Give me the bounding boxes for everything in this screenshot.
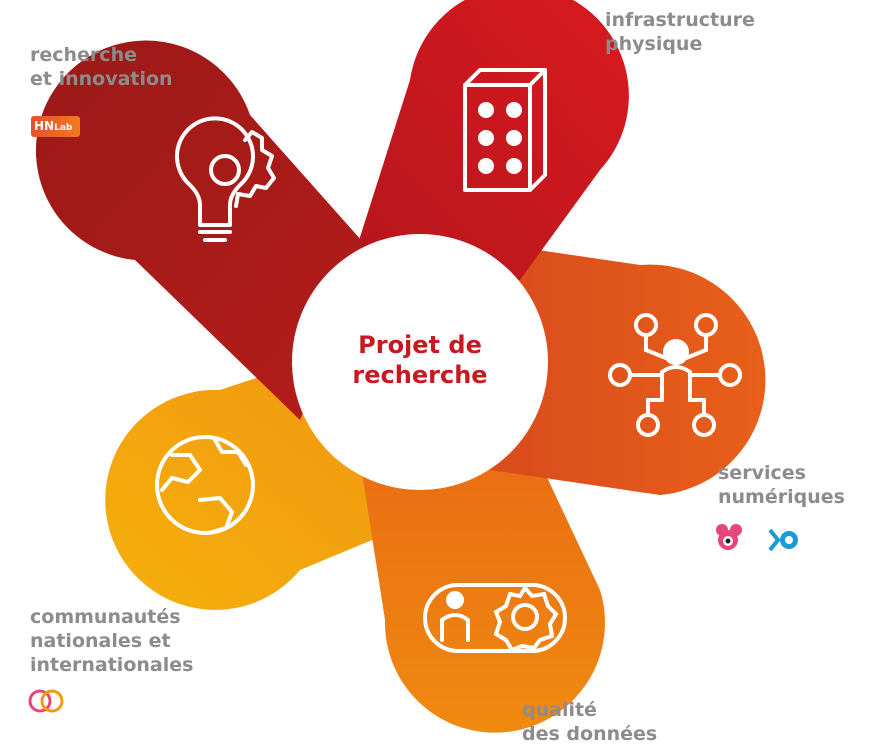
communautes-logo xyxy=(28,689,64,713)
hnlab-logo: HNLab xyxy=(31,116,80,137)
services-logos xyxy=(716,524,798,552)
label-infrastructure-physique: infrastructure physique xyxy=(605,9,755,55)
petal-services-numeriques xyxy=(470,240,766,495)
globe-icon xyxy=(155,435,255,535)
label-services-numeriques: services numériques xyxy=(718,462,845,508)
lightbulb-gear-icon xyxy=(175,116,276,242)
center-title: Projet de recherche xyxy=(352,331,488,389)
center-circle xyxy=(292,234,548,490)
label-recherche-innovation: recherche et innovation xyxy=(30,44,173,90)
petal-qualite-donnees xyxy=(360,420,605,733)
person-gear-icon xyxy=(423,583,567,653)
petal-infrastructure xyxy=(340,0,629,300)
building-icon xyxy=(463,68,547,192)
network-person-icon xyxy=(608,313,742,437)
label-communautes: communautés nationales et internationale… xyxy=(30,606,194,676)
label-qualite-donnees: qualité des données xyxy=(522,699,658,745)
